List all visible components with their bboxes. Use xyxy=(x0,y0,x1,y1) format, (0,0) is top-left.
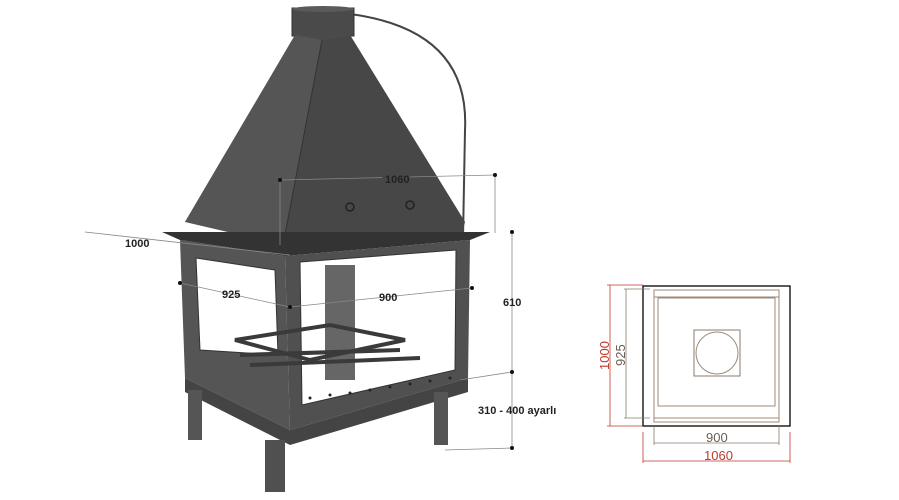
inner-dimension-lines xyxy=(624,288,780,445)
hood-left-face xyxy=(185,35,322,245)
air-holes xyxy=(308,376,452,400)
plan-outer-height: 1000 xyxy=(597,341,612,370)
dim-leg-height: 310 - 400 ayarlı xyxy=(478,405,556,417)
inner-frame xyxy=(653,289,780,423)
outer-frame xyxy=(642,285,791,427)
collar-top xyxy=(292,6,354,12)
leg xyxy=(434,392,448,445)
leg xyxy=(265,440,285,492)
flue-pipe xyxy=(349,13,467,239)
hood-ridge xyxy=(282,39,323,246)
dim-flange-depth: 1000 xyxy=(125,238,149,250)
hood-knob xyxy=(405,200,415,210)
dim-body-width: 900 xyxy=(379,292,397,304)
flange xyxy=(162,232,490,256)
flue-square xyxy=(693,329,741,377)
hood-knob xyxy=(345,202,355,212)
hood-front-face xyxy=(283,35,465,245)
outer-dimension-lines xyxy=(607,284,791,463)
flue-circle xyxy=(695,331,739,375)
dim-body-height: 610 xyxy=(503,297,521,309)
leg xyxy=(188,390,202,440)
dim-hood-width: 1060 xyxy=(385,174,409,186)
firebox xyxy=(657,297,776,407)
plan-outer-width: 1060 xyxy=(704,448,733,463)
dimension-points xyxy=(178,173,514,450)
grate xyxy=(234,322,421,367)
label-bg xyxy=(382,173,410,185)
plan-inner-height: 925 xyxy=(613,344,628,366)
base-rail xyxy=(185,378,468,445)
plan-inner-width: 900 xyxy=(706,430,728,445)
dim-body-depth: 925 xyxy=(222,289,240,301)
